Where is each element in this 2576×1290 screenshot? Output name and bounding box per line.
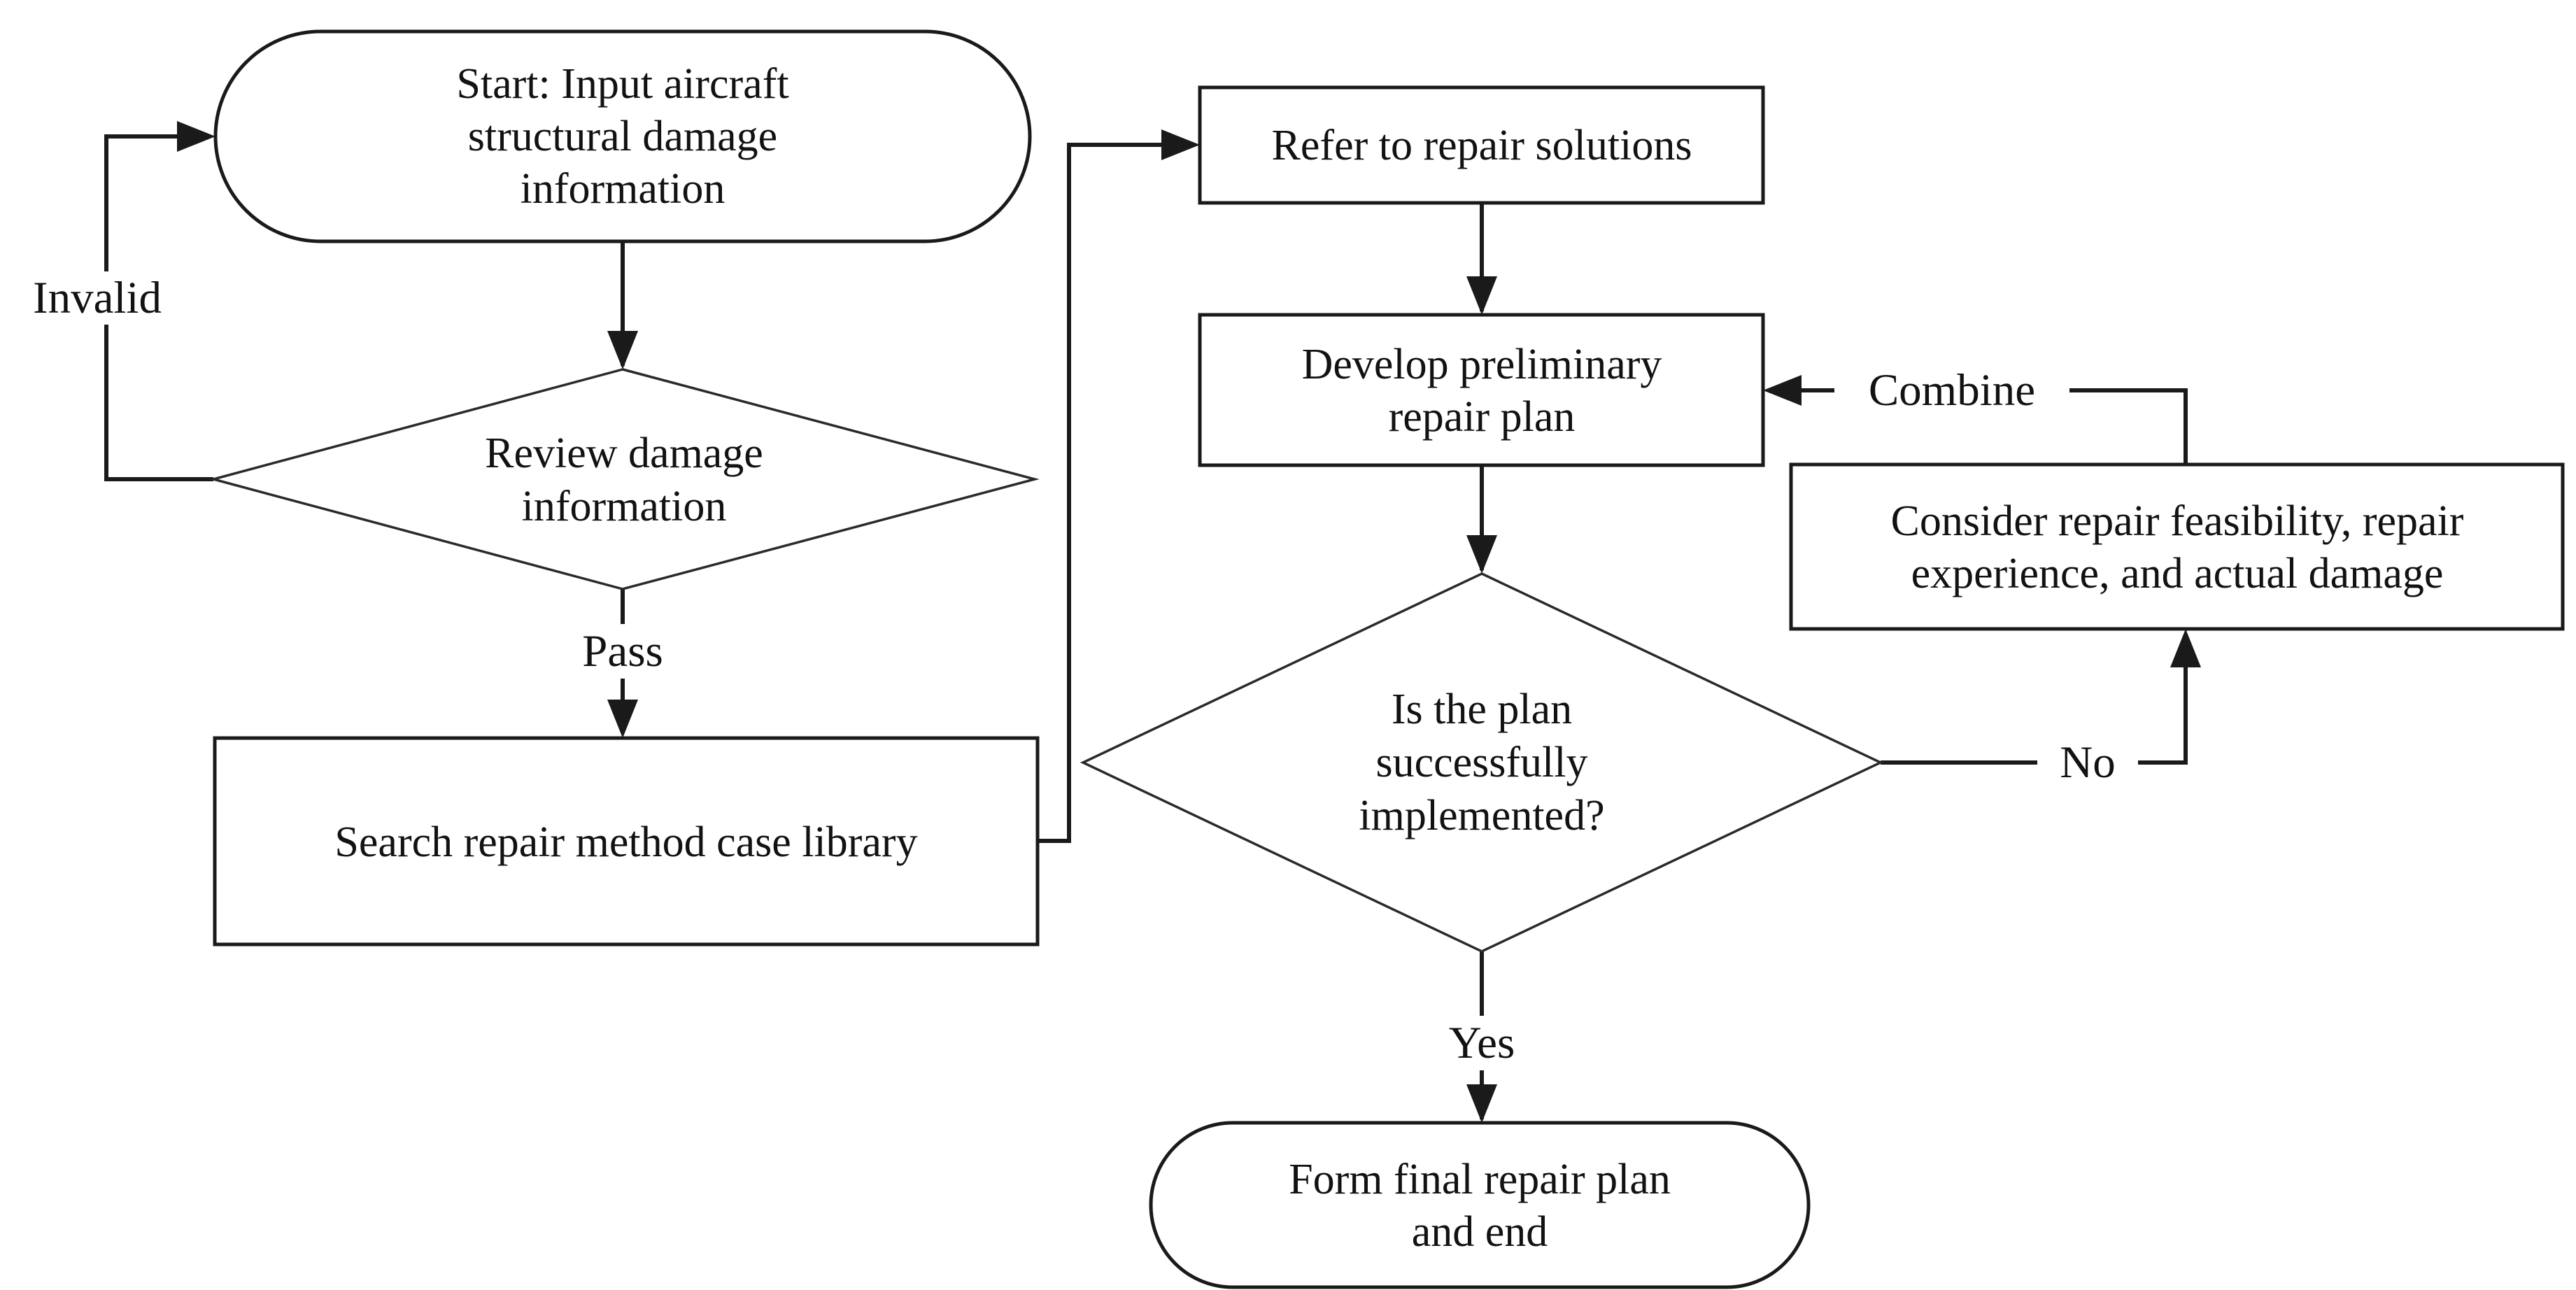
arrowhead-review-top	[607, 331, 638, 369]
label-invalid-bg	[20, 271, 175, 325]
arrowhead-develop-right	[1763, 375, 1802, 406]
implemented-decision-text-line-2: successfully	[1375, 739, 1587, 786]
arrowhead-develop-top	[1466, 276, 1497, 315]
label-combine: Combine	[1869, 365, 2035, 416]
label-no: No	[2060, 737, 2115, 788]
refer-process-text: Refer to repair solutions	[1272, 122, 1692, 169]
arrowhead-start-left	[177, 121, 215, 152]
edge-no-to-consider	[1881, 634, 2188, 765]
develop-process-text-line-1: Develop preliminary	[1302, 341, 1662, 388]
develop-process-node	[1198, 313, 1765, 467]
start-node	[213, 29, 1032, 243]
consider-process-node	[1789, 462, 2565, 631]
arrowhead-final-top	[1466, 1084, 1497, 1123]
start-node-text-line-2: structural damage	[468, 113, 777, 160]
review-decision-text-line-1: Review damage	[485, 430, 763, 477]
consider-process-text-line-1: Consider repair feasibility, repair	[1891, 497, 2464, 545]
review-decision-node	[208, 368, 1040, 590]
label-combine-bg	[1834, 363, 2069, 418]
label-yes-bg	[1422, 1016, 1542, 1070]
consider-process-text-line-2: experience, and actual damage	[1911, 550, 2444, 597]
final-node-text-line-1: Form final repair plan	[1289, 1156, 1671, 1203]
label-invalid: Invalid	[33, 273, 162, 323]
label-no-bg	[2037, 735, 2138, 790]
develop-process-text-line-2: repair plan	[1389, 393, 1576, 441]
implemented-decision-text-line-3: implemented?	[1359, 792, 1604, 839]
refer-process-node	[1198, 85, 1765, 205]
final-node-text-line-2: and end	[1412, 1208, 1548, 1256]
start-node-text-line-1: Start: Input aircraft	[456, 60, 788, 108]
arrowhead-implemented-top	[1466, 535, 1497, 574]
implemented-decision-node	[1080, 572, 1884, 953]
search-process-node	[213, 736, 1040, 947]
label-pass-bg	[560, 624, 686, 679]
search-process-text: Search repair method case library	[334, 818, 917, 866]
label-pass: Pass	[582, 626, 663, 676]
final-node	[1149, 1121, 1811, 1289]
review-decision-text-line-2: information	[522, 483, 727, 530]
arrowhead-consider-bottom	[2170, 629, 2201, 667]
start-node-text-line-3: information	[521, 165, 726, 213]
arrowhead-refer-left	[1161, 129, 1200, 160]
edge-search-to-refer	[1038, 143, 1195, 843]
arrowhead-search-top	[607, 700, 638, 738]
label-yes: Yes	[1449, 1018, 1515, 1068]
implemented-decision-text-line-1: Is the plan	[1392, 686, 1572, 733]
